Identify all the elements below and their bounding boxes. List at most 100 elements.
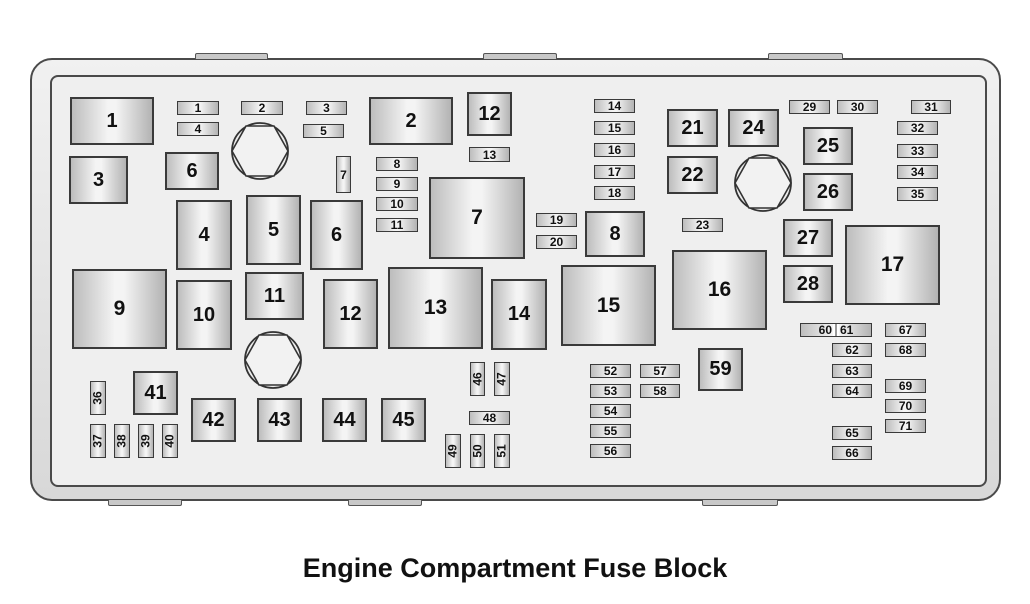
fuse-49: 49: [445, 434, 461, 468]
relay-43: 43: [257, 398, 302, 442]
fuse-50: 50: [470, 434, 485, 468]
fuse-60: 60: [818, 323, 832, 337]
relay-10: 10: [176, 280, 232, 350]
fuse-70: 70: [885, 399, 926, 413]
fuse-63: 63: [832, 364, 872, 378]
relay-25: 25: [803, 127, 853, 165]
fuse-48: 48: [469, 411, 510, 425]
fuse-23: 23: [682, 218, 723, 232]
fuse-67: 67: [885, 323, 926, 337]
fuse-52: 52: [590, 364, 631, 378]
relay-22: 22: [667, 156, 718, 194]
fuse-34: 34: [897, 165, 938, 179]
fuse-17: 17: [594, 165, 635, 179]
fuse-30: 30: [837, 100, 878, 114]
relay-9: 9: [72, 269, 167, 349]
relay-28: 28: [783, 265, 833, 303]
fuse-7: 7: [336, 156, 351, 193]
fuse-19: 19: [536, 213, 577, 227]
fuse-8: 8: [376, 157, 418, 171]
relay-42: 42: [191, 398, 236, 442]
relay-14: 14: [491, 279, 547, 350]
fuse-56: 56: [590, 444, 631, 458]
fuse-15: 15: [594, 121, 635, 135]
fuse-58: 58: [640, 384, 680, 398]
fuse-32: 32: [897, 121, 938, 135]
relay-41: 41: [133, 371, 178, 415]
fuse-53: 53: [590, 384, 631, 398]
fuse-13: 13: [469, 147, 510, 162]
relay-12: 12: [323, 279, 378, 349]
relay-21: 21: [667, 109, 718, 147]
fuse-46: 46: [470, 362, 485, 396]
housing-tab: [108, 500, 182, 506]
fuse-3: 3: [306, 101, 347, 115]
fuse-5: 5: [303, 124, 344, 138]
relay-11: 11: [245, 272, 304, 320]
relay-7: 7: [429, 177, 525, 259]
fuse-36: 36: [90, 381, 106, 415]
fuse-65: 65: [832, 426, 872, 440]
diagram-caption: Engine Compartment Fuse Block: [302, 553, 728, 583]
relay-4: 4: [176, 200, 232, 270]
fuse-29: 29: [789, 100, 830, 114]
relay-8: 8: [585, 211, 645, 257]
relay-16: 16: [672, 250, 767, 330]
fuse-66: 66: [832, 446, 872, 460]
fuse-14: 14: [594, 99, 635, 113]
fuse-54: 54: [590, 404, 631, 418]
fuse-64: 64: [832, 384, 872, 398]
fuse-68: 68: [885, 343, 926, 357]
fuse-61: 61: [840, 323, 854, 337]
fuse-11: 11: [376, 218, 418, 232]
fuse-9: 9: [376, 177, 418, 191]
housing-tab: [348, 500, 422, 506]
fuse-57: 57: [640, 364, 680, 378]
fuse-62: 62: [832, 343, 872, 357]
fuse-31: 31: [911, 100, 951, 114]
hex-bolt-icon: [734, 154, 792, 212]
fuse-33: 33: [897, 144, 938, 158]
fuse-37: 37: [90, 424, 106, 458]
fuse-18: 18: [594, 186, 635, 200]
fuse-55: 55: [590, 424, 631, 438]
fuse-35: 35: [897, 187, 938, 201]
fuse-69: 69: [885, 379, 926, 393]
relay-26: 26: [803, 173, 853, 211]
relay-12-small: 12: [467, 92, 512, 136]
relay-1: 1: [70, 97, 154, 145]
fuse-40: 40: [162, 424, 178, 458]
relay-6: 6: [310, 200, 363, 270]
relay-15: 15: [561, 265, 656, 346]
relay-17: 17: [845, 225, 940, 305]
fuse-divider: [833, 324, 839, 336]
relay-13: 13: [388, 267, 483, 349]
relay-5: 5: [246, 195, 301, 265]
fuse-2: 2: [241, 101, 283, 115]
housing-tab: [768, 53, 843, 59]
housing-tab: [702, 500, 778, 506]
fuse-16: 16: [594, 143, 635, 157]
housing-tab: [195, 53, 268, 59]
fuse-20: 20: [536, 235, 577, 249]
fuse-4: 4: [177, 122, 219, 136]
relay-59: 59: [698, 348, 743, 391]
fuse-38: 38: [114, 424, 130, 458]
relay-2: 2: [369, 97, 453, 145]
fuse-10: 10: [376, 197, 418, 211]
relay-3: 3: [69, 156, 128, 204]
relay-6-small: 6: [165, 152, 219, 190]
hex-bolt-icon: [244, 331, 302, 389]
fuse-39: 39: [138, 424, 154, 458]
relay-24: 24: [728, 109, 779, 147]
fuse-47: 47: [494, 362, 510, 396]
relay-27: 27: [783, 219, 833, 257]
fuse-1: 1: [177, 101, 219, 115]
fuse-71: 71: [885, 419, 926, 433]
housing-tab: [483, 53, 557, 59]
relay-44: 44: [322, 398, 367, 442]
fuse-51: 51: [494, 434, 510, 468]
relay-45: 45: [381, 398, 426, 442]
fuse-60-61: 60 61: [800, 323, 872, 337]
hex-bolt-icon: [231, 122, 289, 180]
